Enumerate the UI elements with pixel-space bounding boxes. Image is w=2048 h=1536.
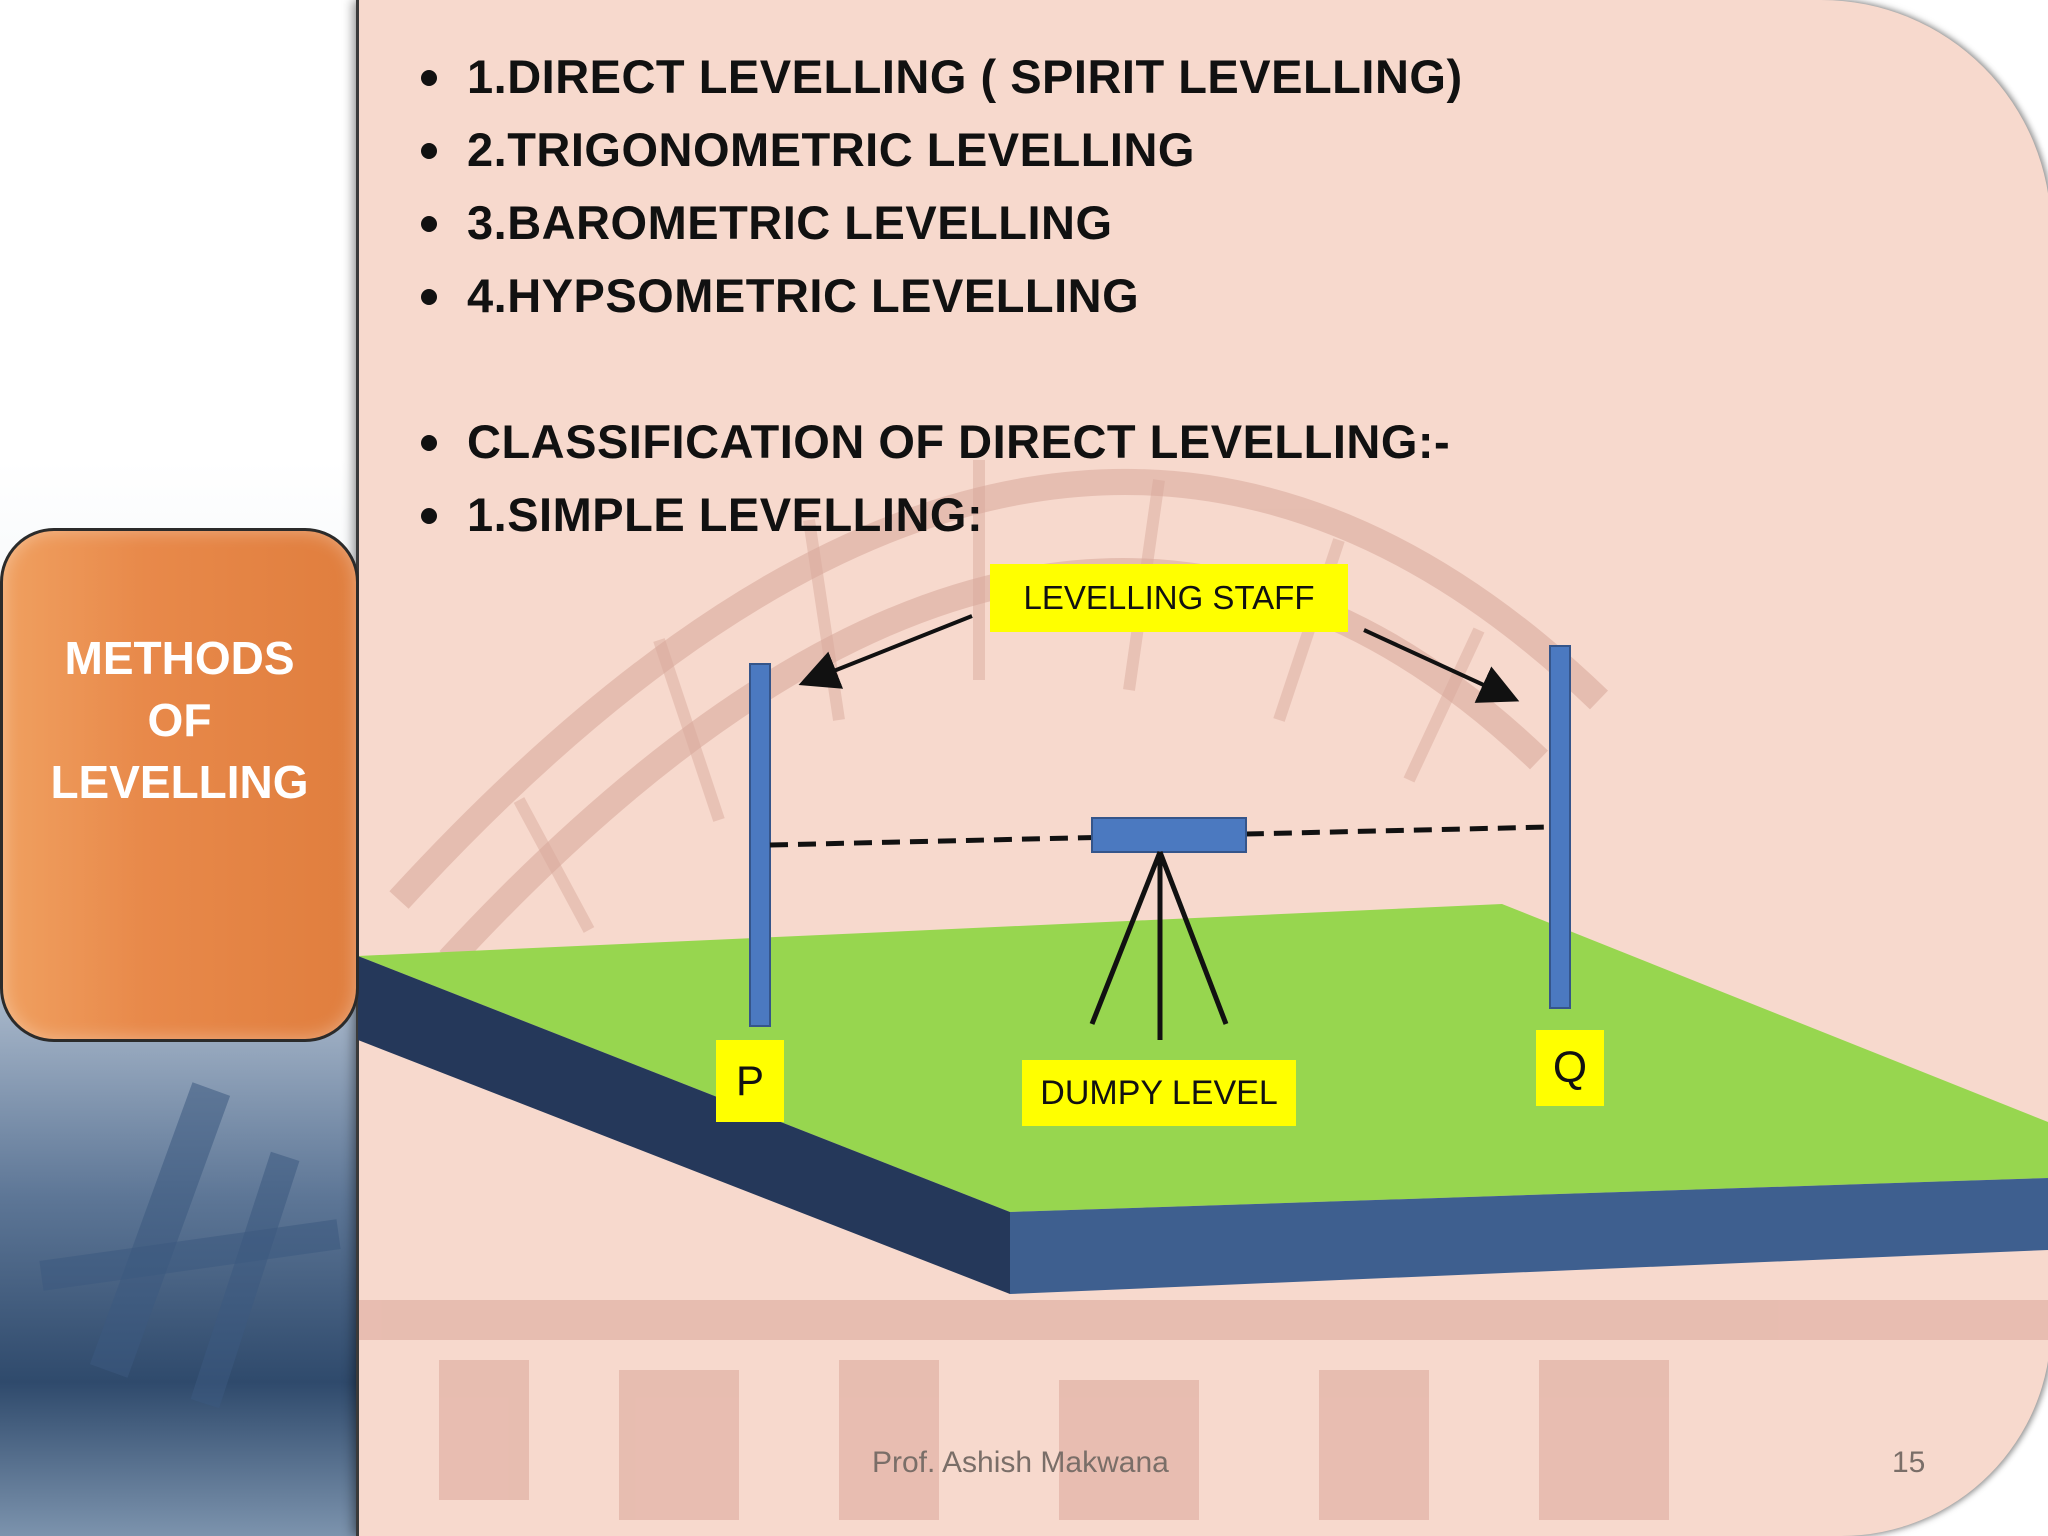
point-q-label: Q [1536, 1030, 1604, 1106]
slide-panel: 1.DIRECT LEVELLING ( SPIRIT LEVELLING) 2… [356, 0, 2048, 1536]
bullet-item: 4.HYPSOMETRIC LEVELLING [415, 259, 1463, 332]
bullet-item: 1.SIMPLE LEVELLING: [415, 478, 1463, 551]
tripod-leg [1089, 851, 1163, 1025]
slide-title-box: METHODS OF LEVELLING [0, 528, 359, 1042]
line-of-sight [769, 824, 1551, 848]
ground-top [358, 904, 2048, 1212]
ground-side [1010, 1178, 2048, 1294]
ground-front [358, 956, 1010, 1294]
footer-author: Prof. Ashish Makwana [872, 1446, 1169, 1479]
bullet-item: 2.TRIGONOMETRIC LEVELLING [415, 113, 1463, 186]
arrow-to-staff-q [1363, 628, 1520, 703]
point-p-label: P [716, 1040, 784, 1122]
levelling-staff-p [749, 663, 771, 1027]
dumpy-level-label: DUMPY LEVEL [1022, 1060, 1296, 1126]
bullet-item: 3.BAROMETRIC LEVELLING [415, 186, 1463, 259]
levelling-staff-label: LEVELLING STAFF [990, 564, 1348, 632]
levelling-staff-q [1549, 645, 1571, 1009]
bullet-list: 1.DIRECT LEVELLING ( SPIRIT LEVELLING) 2… [415, 40, 1463, 551]
tripod-leg [1157, 851, 1229, 1025]
bullet-item: CLASSIFICATION OF DIRECT LEVELLING:- [415, 405, 1463, 478]
slide-title: METHODS OF LEVELLING [50, 632, 309, 808]
bullet-item: 1.DIRECT LEVELLING ( SPIRIT LEVELLING) [415, 40, 1463, 113]
dumpy-level-telescope [1091, 817, 1247, 853]
arrow-to-staff-p [798, 614, 973, 689]
page-number: 15 [1892, 1446, 1926, 1479]
